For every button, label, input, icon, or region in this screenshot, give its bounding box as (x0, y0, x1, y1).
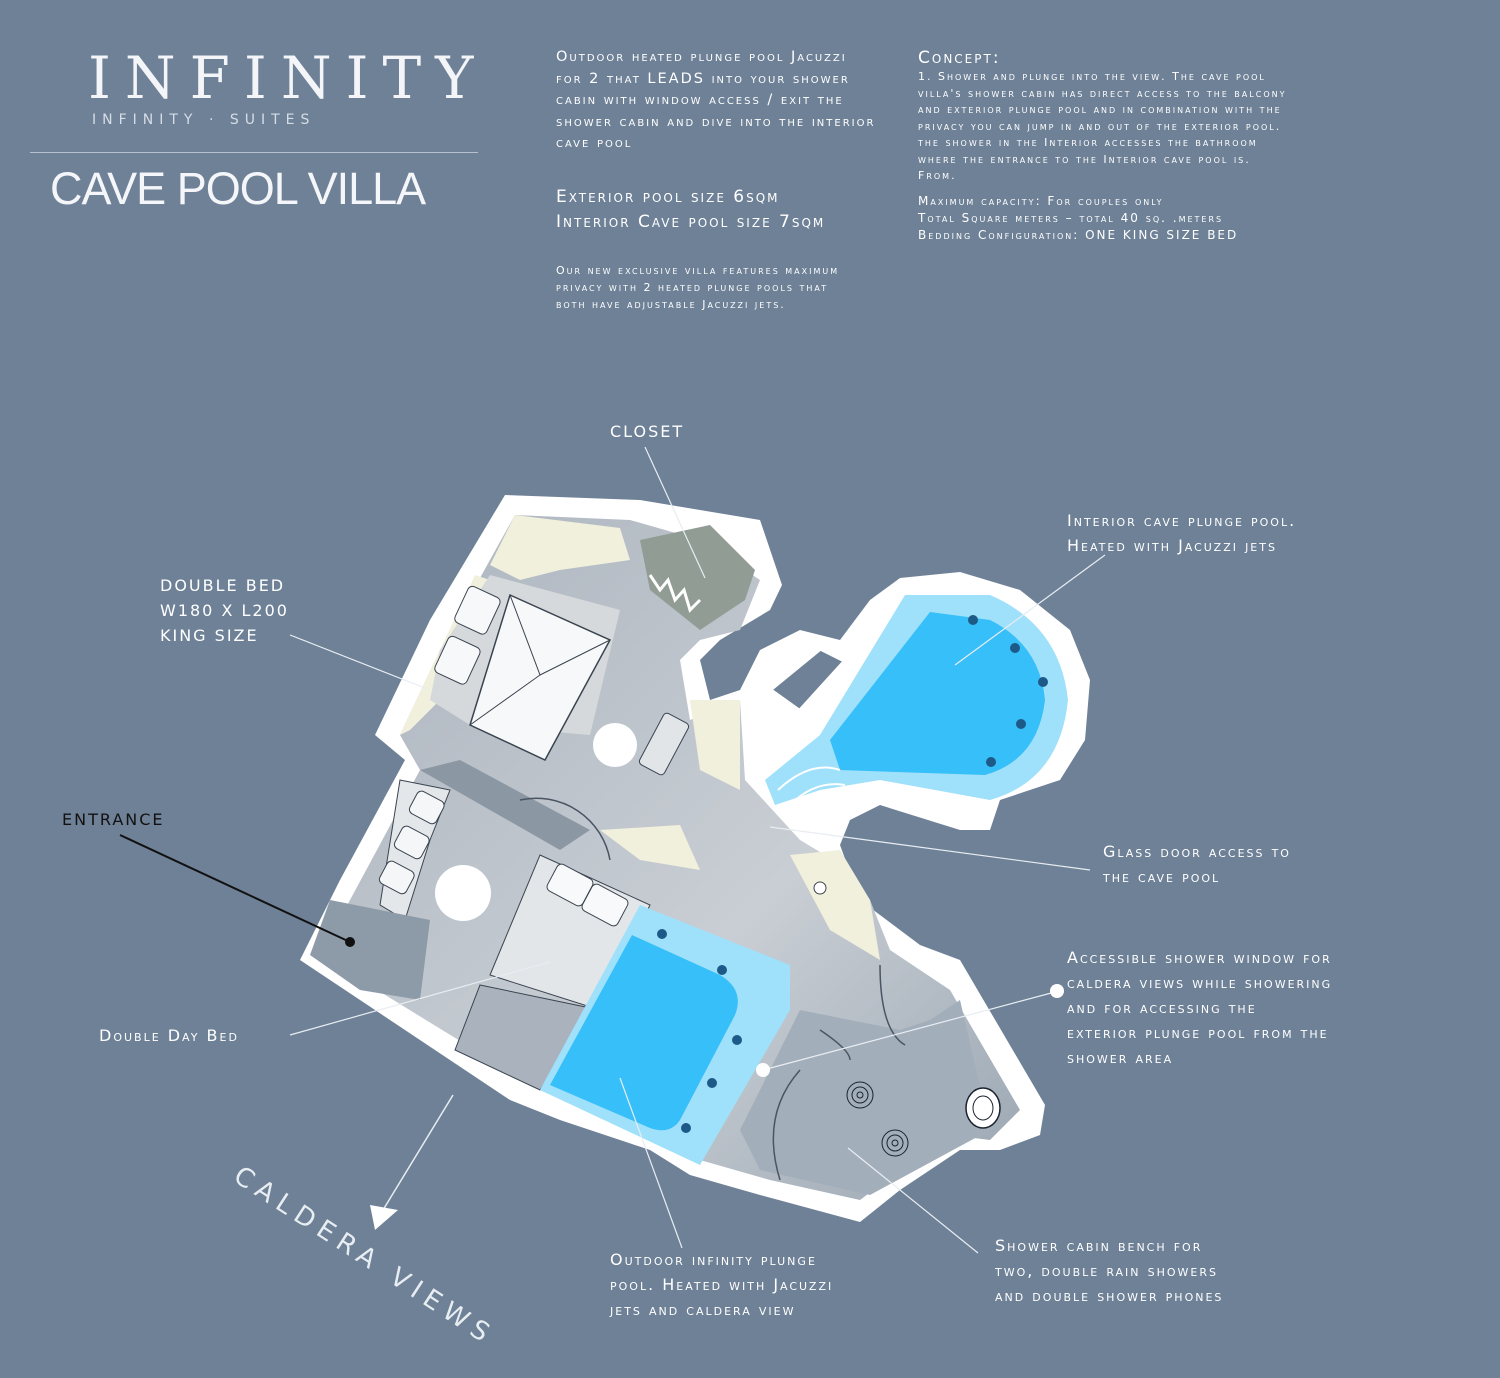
jet-int-1 (968, 615, 978, 625)
pillow-2 (434, 635, 481, 685)
jet-ext-4 (707, 1078, 717, 1088)
label-entrance: ENTRANCE (62, 810, 165, 829)
label-shower-bench-2: two, double rain showers (994, 1261, 1218, 1280)
shower-cabin (740, 1000, 990, 1195)
closet-hangers (648, 574, 702, 613)
glass-partition (420, 760, 590, 850)
leader-outdoor-pool (619, 1077, 683, 1249)
shower-window-marker-inner (756, 1063, 770, 1077)
cream-nook-top (490, 515, 630, 580)
description-intro: Outdoor heated plunge pool Jacuzzi for 2… (556, 49, 876, 151)
pillow-1 (454, 585, 501, 635)
jet-ext-5 (681, 1123, 691, 1133)
cave-pool-water (830, 612, 1045, 775)
shower-door-arc (772, 1029, 851, 1181)
label-day-bed: Double Day Bed (99, 1026, 239, 1045)
jet-ext-2 (717, 965, 727, 975)
bed-fold (469, 594, 611, 726)
entrance-marker (345, 937, 355, 947)
nightstand (638, 712, 690, 776)
label-shower-bench-3: and double shower phones (995, 1286, 1223, 1305)
rain-shower-2 (881, 1129, 909, 1157)
leader-day-bed (289, 961, 551, 1036)
jet-ext-3 (732, 1035, 742, 1045)
jet-int-2 (1010, 643, 1020, 653)
caldera-arrow-shaft (379, 1094, 454, 1216)
cave-annex (756, 639, 859, 722)
label-shower-window-3: and for accessing the (1067, 998, 1257, 1017)
brand-logo: INFINITY (88, 44, 488, 112)
cream-strip-center (600, 825, 700, 870)
label-outdoor-pool-2: pool. Heated with Jacuzzi (610, 1275, 833, 1294)
capacity-text: Maximum capacity: For couples only (918, 194, 1164, 208)
sofa-cushion-1 (408, 790, 445, 825)
jet-ext-1 (657, 929, 667, 939)
label-shower-window-2: caldera views while showering (1067, 973, 1332, 992)
label-shower-window-1: Accessible shower window for (1067, 948, 1332, 967)
jet-int-4 (1016, 719, 1026, 729)
label-bed-1: DOUBLE BED (160, 576, 285, 595)
label-int-pool-2: Heated with Jacuzzi jets (1067, 536, 1277, 555)
label-glass-1: Glass door access to (1103, 842, 1291, 861)
cream-strip-bath (790, 850, 880, 960)
leader-entrance (119, 834, 351, 943)
bedding-text: Bedding Configuration: ONE KING SIZE BED (918, 228, 1239, 242)
label-shower-bench-1: Shower cabin bench for (995, 1236, 1202, 1255)
sofa-cushion-2 (393, 825, 430, 860)
toilet-icon (965, 1087, 1001, 1129)
title-divider (30, 152, 478, 153)
door-swing-bedroom (519, 797, 611, 861)
bathroom-door-arc (879, 964, 906, 1046)
closet-area (640, 525, 755, 630)
leader-glass-door (769, 826, 1091, 871)
leader-bed (289, 634, 431, 691)
label-shower-window-4: exterior plunge pool from the (1067, 1023, 1329, 1042)
outdoor-pool-water (550, 935, 738, 1131)
jet-int-3 (1038, 677, 1048, 687)
label-outdoor-pool-3: jets and caldera view (609, 1300, 795, 1319)
round-table-bedroom (593, 723, 637, 767)
king-bed (469, 593, 612, 761)
square-meters-text: Total Square meters – total 40 sq. .mete… (918, 211, 1224, 225)
label-closet: CLOSET (610, 422, 684, 441)
leader-shower-bench (847, 1147, 979, 1254)
daybed-pillow-2 (581, 883, 629, 927)
entrance-floor (310, 900, 430, 1000)
rain-shower-1 (846, 1081, 874, 1109)
label-bed-2: W180 X L200 (160, 601, 289, 620)
jet-int-5 (986, 757, 996, 767)
label-glass-2: the cave pool (1102, 867, 1220, 886)
concept-details: Maximum capacity: For couples only Total… (918, 193, 1298, 244)
concept-text: 1. Shower and plunge into the view. The … (918, 70, 1287, 182)
shower-window-marker (1050, 984, 1064, 998)
cave-pool-steps (777, 766, 846, 806)
round-table-lounge (435, 865, 491, 921)
features-text: Our new exclusive villa features maximum… (556, 264, 840, 311)
pool-sizes: Exterior pool size 6sqm Interior Cave po… (556, 187, 826, 232)
label-outdoor-pool-1: Outdoor infinity plunge (610, 1250, 817, 1269)
cream-strip-mid (690, 700, 740, 790)
label-shower-window-5: shower area (1067, 1048, 1173, 1067)
concept-title: Concept: (918, 48, 1001, 68)
page-title: CAVE POOL VILLA (50, 163, 426, 214)
leader-interior-pool (954, 554, 1106, 666)
brand-subtitle: INFINITY · SUITES (92, 112, 316, 128)
caldera-arrow-head (370, 1205, 398, 1230)
label-caldera-views: CALDERA VIEWS (228, 1161, 500, 1352)
label-bed-3: KING SIZE (160, 626, 259, 645)
label-int-pool-1: Interior cave plunge pool. (1067, 511, 1296, 530)
sofa-cushion-3 (378, 860, 415, 895)
drain (813, 881, 827, 895)
leader-closet (644, 446, 706, 579)
leader-shower-window (762, 991, 1056, 1071)
